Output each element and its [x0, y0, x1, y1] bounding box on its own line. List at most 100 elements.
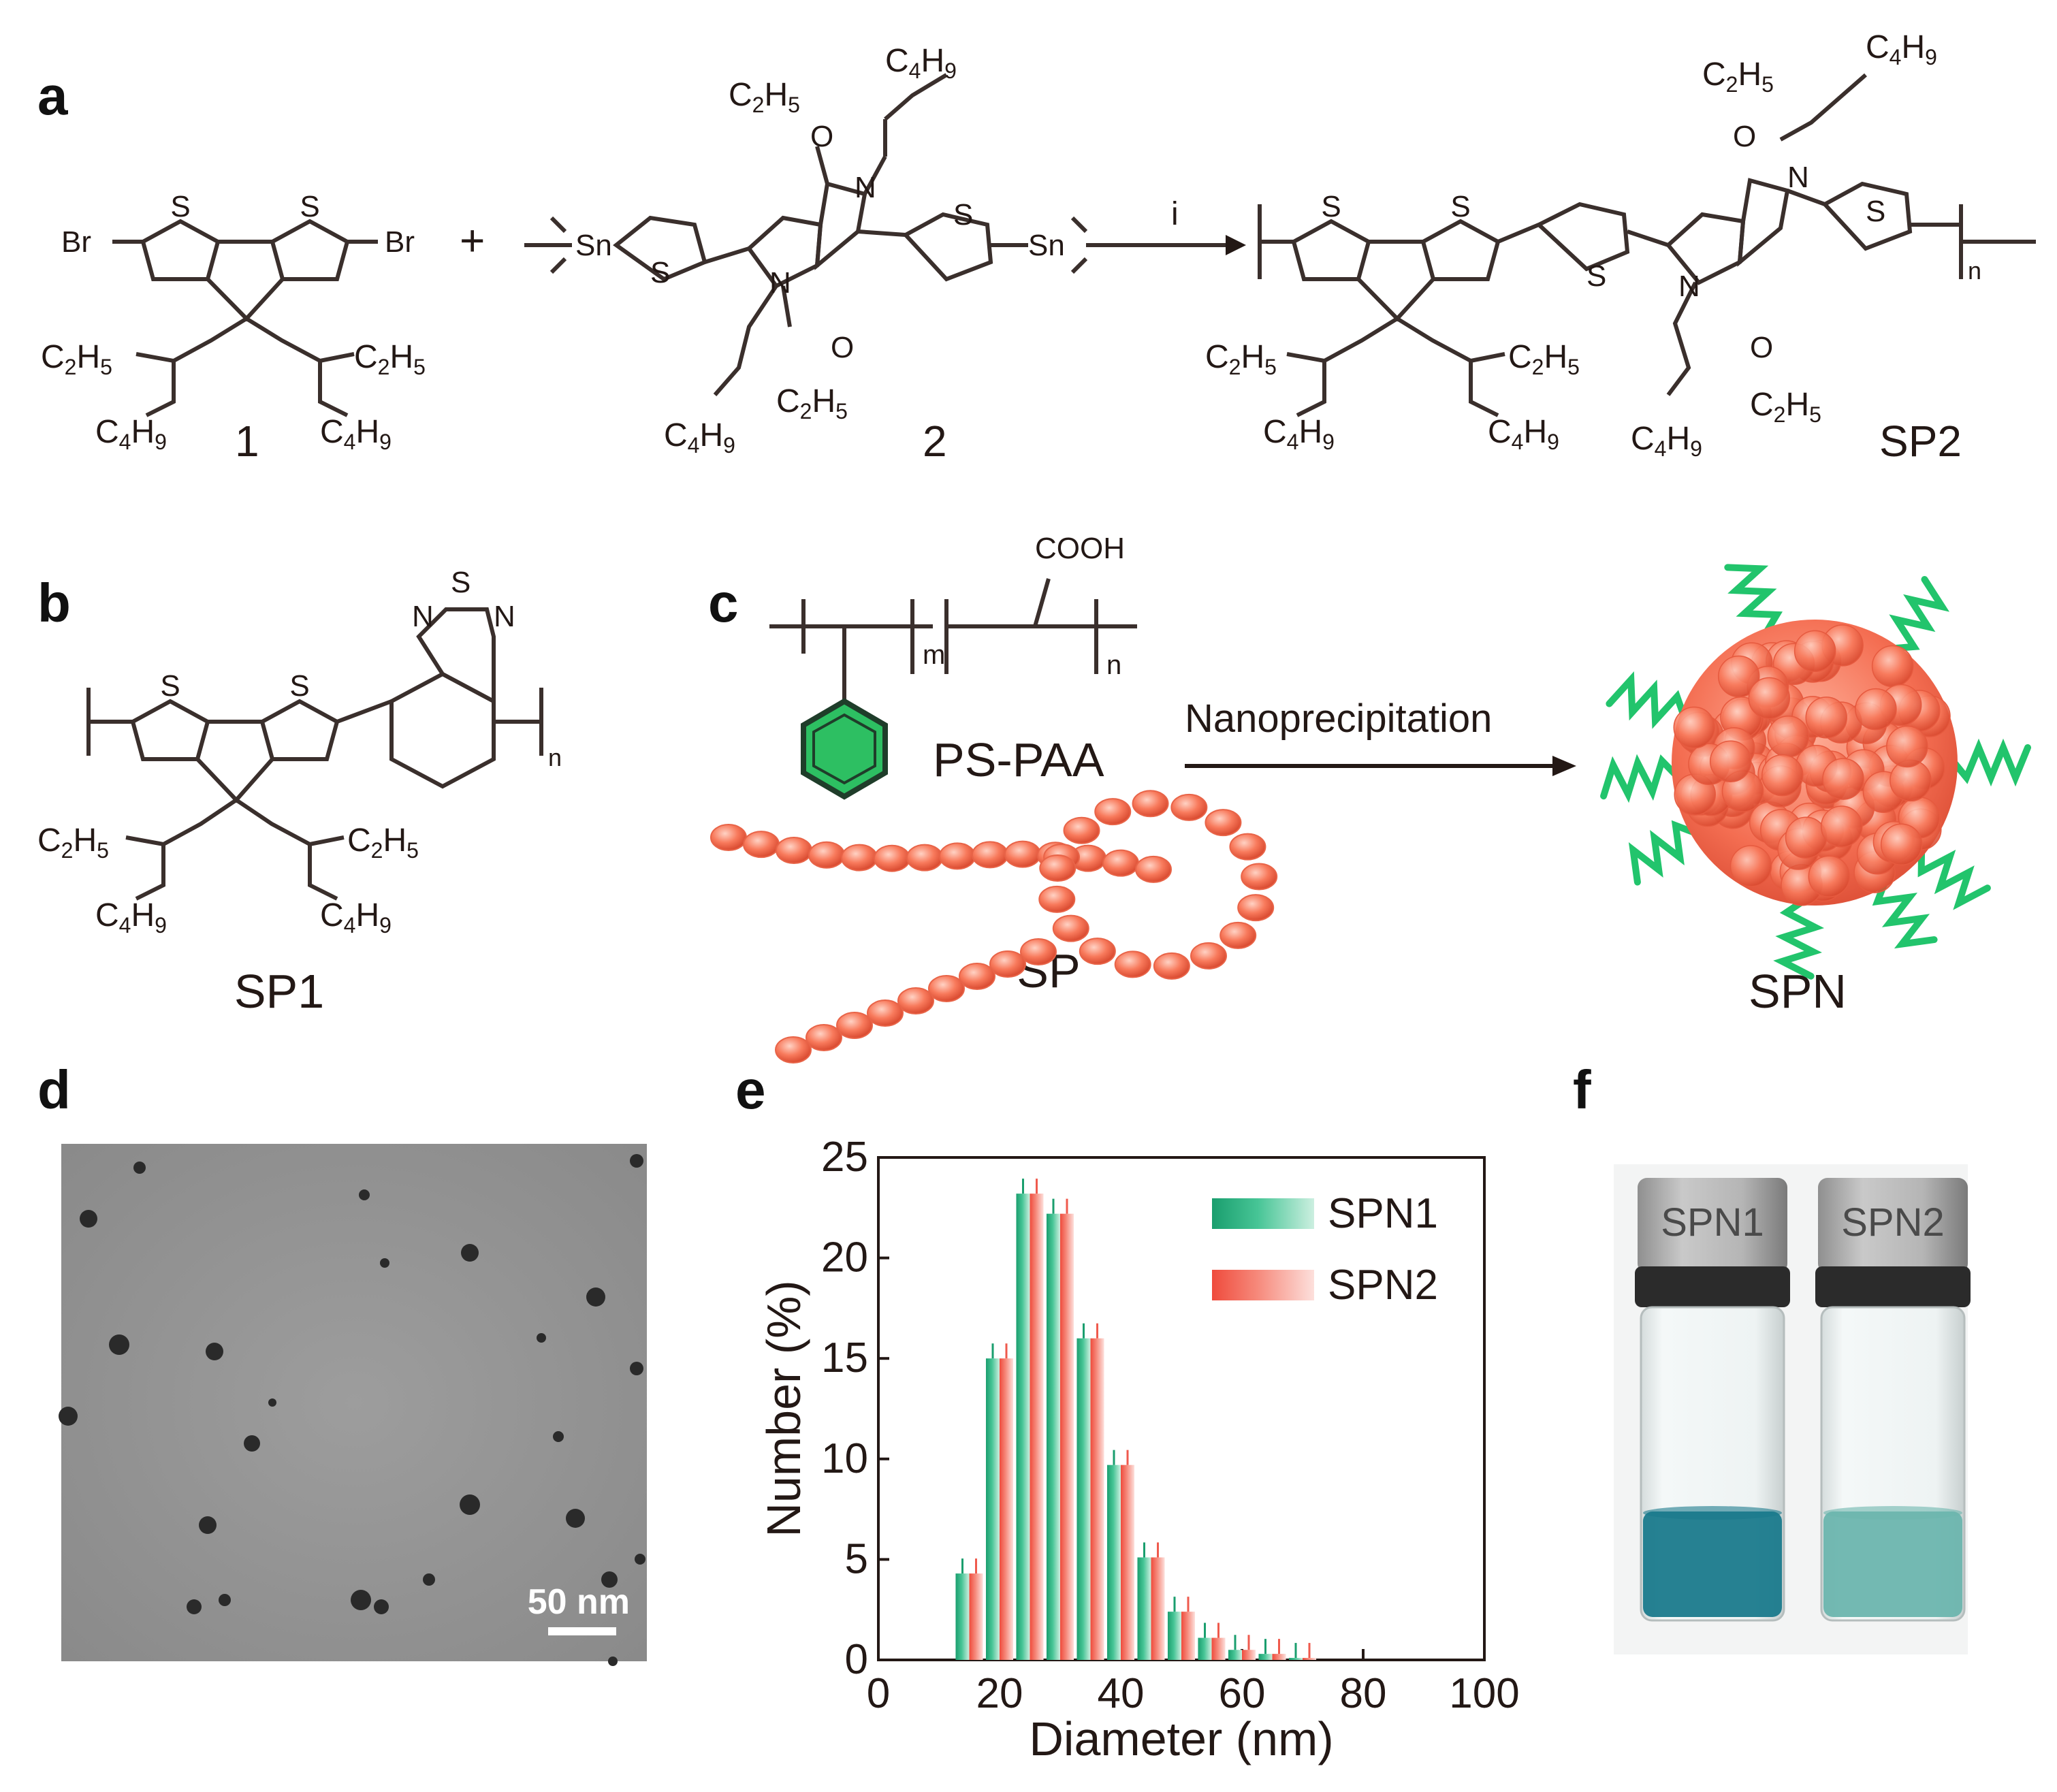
tem-particle — [187, 1599, 202, 1614]
atom-s: S — [953, 198, 973, 231]
tem-particle — [460, 1494, 480, 1515]
sp-bead — [1170, 793, 1208, 821]
sp-bead — [836, 1012, 873, 1039]
y-tick-label: 0 — [845, 1636, 868, 1683]
bar-spn2 — [1303, 1658, 1317, 1660]
sp-bead — [743, 831, 780, 859]
tem-image: 50 nm — [59, 1144, 647, 1666]
bar-spn1 — [1106, 1465, 1121, 1660]
bar-spn2 — [1030, 1194, 1044, 1660]
y-tick-label: 10 — [821, 1435, 868, 1482]
bar-spn2 — [1242, 1650, 1256, 1660]
tem-particles — [59, 1154, 645, 1666]
sp-bead — [867, 999, 904, 1027]
compound-1-label: 1 — [235, 417, 259, 466]
sp-bead — [1190, 942, 1227, 970]
spn-bead — [1793, 630, 1836, 673]
atom-n: N — [1678, 270, 1700, 303]
x-tick-label: 40 — [1098, 1670, 1145, 1717]
vial-label: SPN2 — [1841, 1200, 1945, 1245]
tem-background — [61, 1144, 647, 1661]
y-tick-label: 15 — [821, 1334, 868, 1381]
y-tick-label: 20 — [821, 1234, 868, 1281]
vial-solution — [1823, 1511, 1962, 1617]
spn-bead — [1761, 754, 1804, 797]
ps-paa-tail — [1628, 820, 1697, 886]
vial-cap-ring — [1815, 1266, 1971, 1307]
ps-paa-tail — [1606, 671, 1687, 729]
spn-nanoparticle — [1600, 564, 2031, 980]
alkyl-c4h9: C4H9 — [1263, 414, 1335, 454]
alkyl-c2h5: C2H5 — [354, 339, 426, 379]
atom-s: S — [451, 566, 471, 599]
atom-o: O — [1750, 331, 1773, 364]
spn-bead — [1808, 855, 1851, 897]
atom-n: N — [855, 171, 876, 204]
tem-particle — [359, 1189, 370, 1200]
tem-particle — [537, 1333, 546, 1343]
bar-spn2 — [1272, 1654, 1286, 1660]
tem-particle — [553, 1431, 564, 1442]
sp-bead — [710, 824, 747, 851]
ps-paa-tail — [1889, 576, 1950, 652]
atom-n: N — [1787, 161, 1809, 194]
scheme-c: COOH m n PS-PAA SP Nanoprecipitation SPN — [710, 532, 2031, 1063]
atom-o: O — [1733, 120, 1756, 153]
atom-o: O — [810, 120, 833, 153]
sp-bead — [1079, 938, 1116, 965]
sp-bead — [939, 842, 976, 870]
tem-particle — [80, 1210, 97, 1228]
monomer-1-structure — [112, 219, 378, 417]
subscript-m: m — [923, 640, 945, 670]
sp-bead — [874, 844, 910, 872]
ps-paa-tail — [1872, 880, 1938, 949]
spn-bead — [1748, 677, 1791, 720]
x-tick-label: 60 — [1219, 1670, 1266, 1717]
spn-bead — [1805, 697, 1847, 739]
alkyl-c4h9: C4H9 — [95, 414, 167, 454]
spn-surface-beads — [1673, 624, 1951, 906]
bar-spn2 — [1060, 1213, 1074, 1660]
vial-cap-ring — [1635, 1266, 1790, 1307]
alkyl-c2h5: C2H5 — [1702, 57, 1774, 97]
alkyl-c4h9: C4H9 — [1866, 29, 1937, 69]
alkyl-c4h9: C4H9 — [664, 417, 735, 458]
structure-b-labels: S S N S N n C2H5 C4H9 C2H5 C4H9 SP1 — [37, 566, 562, 1018]
spn-bead — [1767, 716, 1810, 758]
x-axis-label: Diameter (nm) — [1029, 1712, 1333, 1765]
sp-bead — [1052, 914, 1089, 942]
tem-particle — [586, 1287, 605, 1307]
vial-cap — [1818, 1178, 1968, 1273]
sp-bead — [928, 975, 965, 1002]
ps-paa-tail — [1600, 754, 1679, 803]
sp-bead — [1004, 840, 1041, 868]
atom-o: O — [831, 331, 854, 364]
sp-bead — [1102, 849, 1139, 877]
tem-particle — [374, 1599, 389, 1614]
reaction-arrow — [1130, 235, 1246, 255]
ps-paa-tails — [1600, 564, 2031, 980]
spn-bead — [1822, 758, 1864, 800]
tem-particle — [461, 1244, 479, 1262]
alkyl-c2h5: C2H5 — [1205, 339, 1277, 379]
tem-particle — [206, 1343, 223, 1360]
bar-spn1 — [1046, 1213, 1060, 1660]
tem-particle — [268, 1398, 276, 1407]
spn-bead — [1820, 805, 1863, 848]
spn-bead — [1729, 845, 1772, 887]
bar-spn1 — [1167, 1612, 1181, 1660]
sp-bead — [906, 844, 943, 871]
scale-bar-label: 50 nm — [528, 1582, 630, 1622]
sp-bead — [897, 987, 934, 1014]
scheme-a: S S Br Br C2H5 C4H9 C2H5 C4H9 1 + — [41, 29, 2036, 466]
bar-spn1 — [955, 1573, 970, 1660]
subscript-n: n — [548, 743, 562, 771]
sp-bead — [806, 1024, 842, 1051]
product-sp2-label: SP2 — [1879, 417, 1962, 466]
sp-bead — [1153, 952, 1190, 980]
bar-spn1 — [1228, 1650, 1242, 1660]
spn-bead — [1855, 688, 1897, 731]
sp-bead — [1039, 854, 1077, 882]
